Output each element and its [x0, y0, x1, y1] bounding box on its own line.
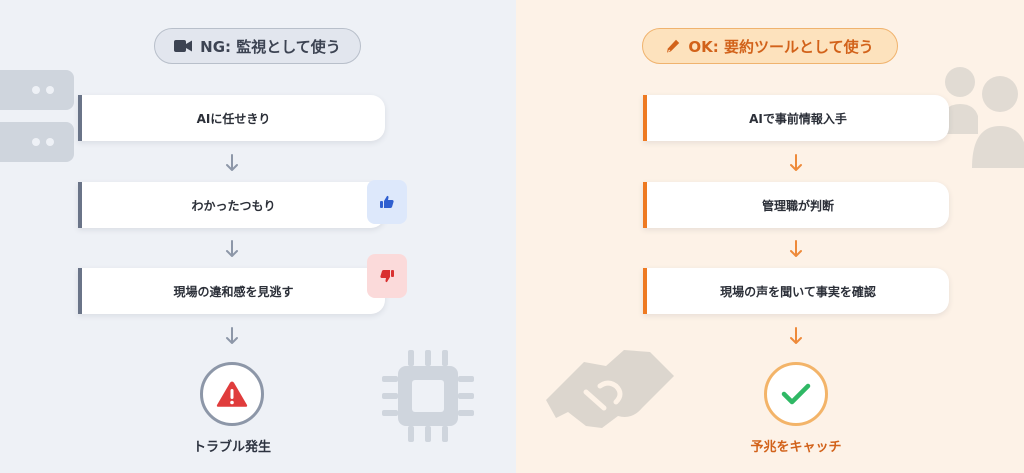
ok-step-2: 管理職が判断 — [643, 182, 949, 228]
ok-step-1-label: AIで事前情報入手 — [749, 111, 847, 126]
ng-panel: NG: 監視として使う AIに任せきり わかったつもり 現場の違和感を見逃す — [0, 0, 516, 473]
ok-badge-label: OK: 要約ツールとして使う — [688, 37, 874, 56]
pen-icon — [667, 39, 680, 53]
video-camera-icon — [174, 40, 193, 52]
ok-step-3: 現場の声を聞いて事実を確認 — [643, 268, 949, 314]
down-arrow-icon — [226, 240, 238, 257]
users-group-icon — [940, 67, 1024, 168]
checkmark-icon — [781, 383, 811, 405]
thumbs-down-icon — [380, 270, 394, 283]
ng-step-2-label: わかったつもり — [191, 198, 276, 213]
ok-step-3-label: 現場の声を聞いて事実を確認 — [720, 284, 876, 299]
ng-badge-label: NG: 監視として使う — [200, 37, 341, 56]
ng-step-1: AIに任せきり — [78, 95, 385, 141]
ok-step-1: AIで事前情報入手 — [643, 95, 949, 141]
ng-result-circle — [200, 362, 264, 426]
ng-step-2: わかったつもり — [78, 182, 385, 228]
ng-badge: NG: 監視として使う — [154, 28, 361, 64]
down-arrow-icon — [226, 327, 238, 344]
thumbs-down-badge — [367, 254, 407, 298]
handshake-icon — [546, 350, 674, 428]
ok-step-2-label: 管理職が判断 — [761, 198, 834, 213]
ok-result-label: 予兆をキャッチ — [750, 440, 842, 455]
server-icon — [0, 70, 74, 162]
down-arrow-icon — [790, 327, 802, 344]
ng-result-label: トラブル発生 — [192, 440, 271, 455]
warning-triangle-icon — [216, 381, 248, 407]
thumbs-up-badge — [367, 180, 407, 224]
ok-panel: OK: 要約ツールとして使う AIで事前情報入手 管理職が判断 現場の声を聞いて… — [516, 0, 1024, 473]
thumbs-up-icon — [380, 195, 394, 208]
down-arrow-icon — [226, 154, 238, 171]
down-arrow-icon — [790, 154, 802, 171]
ok-result-circle — [764, 362, 828, 426]
down-arrow-icon — [790, 240, 802, 257]
microchip-icon — [382, 350, 474, 442]
ng-step-3-label: 現場の違和感を見逃す — [173, 284, 294, 299]
ng-step-1-label: AIに任せきり — [196, 111, 271, 126]
ok-badge: OK: 要約ツールとして使う — [642, 28, 898, 64]
ng-step-3: 現場の違和感を見逃す — [78, 268, 385, 314]
